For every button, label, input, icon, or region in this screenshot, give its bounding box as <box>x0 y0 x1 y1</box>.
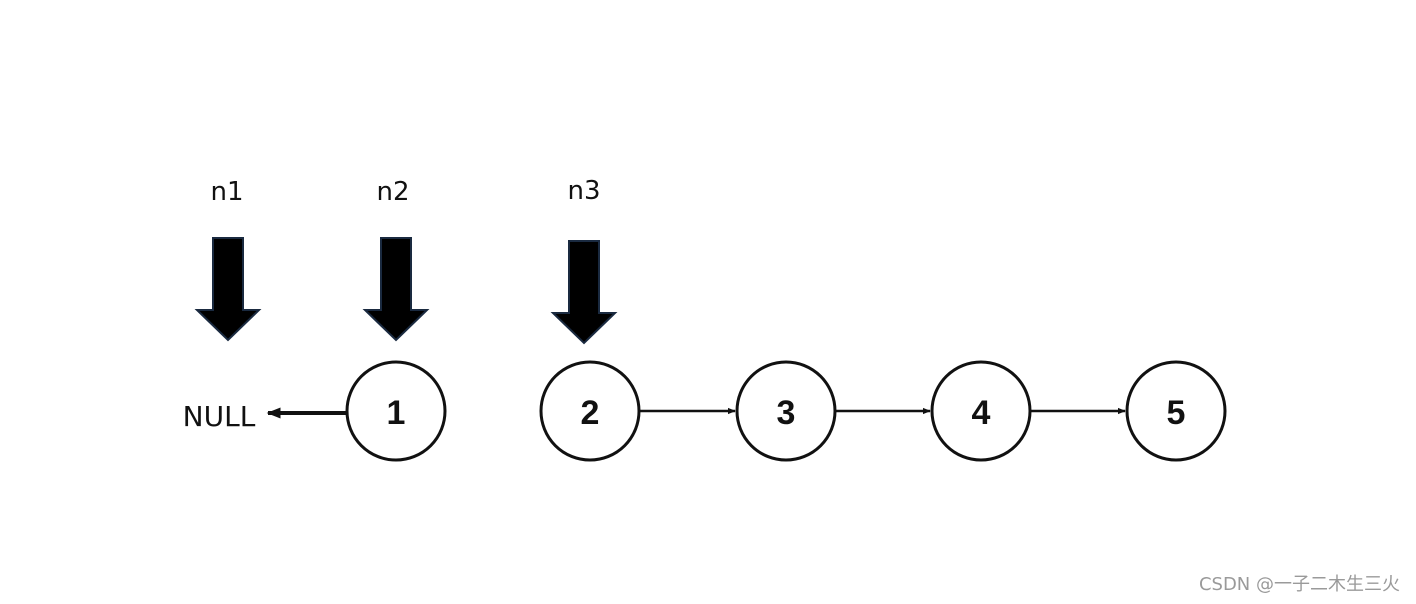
node-label-3: 3 <box>777 394 796 432</box>
pointer-arrow-n3 <box>550 240 618 345</box>
pointer-label-n1: n1 <box>210 177 243 207</box>
pointer-label-n2: n2 <box>376 177 409 207</box>
pointer-label-n3: n3 <box>567 176 600 206</box>
node-1: 1 <box>345 360 447 462</box>
null-label: NULL <box>183 400 256 433</box>
node-4: 4 <box>930 360 1032 462</box>
node-label-4: 4 <box>972 394 991 432</box>
node-label-1: 1 <box>387 394 406 432</box>
watermark: CSDN @一子二木生三火 <box>1198 574 1400 595</box>
node-2: 2 <box>539 360 641 462</box>
node-5: 5 <box>1125 360 1227 462</box>
node-3: 3 <box>735 360 837 462</box>
node-label-2: 2 <box>581 394 600 432</box>
node-label-5: 5 <box>1167 394 1186 432</box>
pointer-arrow-n1 <box>194 237 262 342</box>
pointer-arrow-n2 <box>362 237 430 342</box>
